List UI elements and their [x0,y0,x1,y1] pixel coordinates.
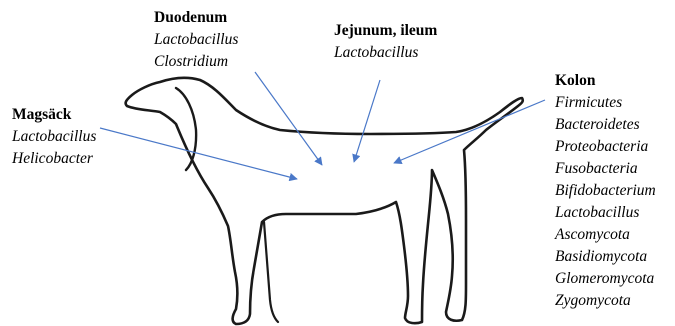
arrow-duodenum [255,72,322,165]
taxon-item: Ascomycota [555,224,656,246]
taxon-item: Glomeromycota [555,268,656,290]
taxon-item: Bacteroidetes [555,114,656,136]
region-heading-jejunum: Jejunum, ileum [334,20,437,42]
arrow-jejunum [354,80,380,162]
taxon-item: Firmicutes [555,92,656,114]
taxon-item: Lactobacillus [334,42,437,64]
dog-outline [126,78,523,324]
label-duodenum: Duodenum Lactobacillus Clostridium [154,7,238,73]
dog-leg-line [264,222,278,322]
taxon-item: Proteobacteria [555,136,656,158]
taxon-item: Lactobacillus [555,202,656,224]
taxon-item: Clostridium [154,51,238,73]
region-heading-magsack: Magsäck [12,104,96,126]
label-kolon: Kolon Firmicutes Bacteroidetes Proteobac… [555,70,656,312]
arrow-kolon [394,100,545,163]
taxon-item: Lactobacillus [154,29,238,51]
label-jejunum-ileum: Jejunum, ileum Lactobacillus [334,20,437,64]
region-heading-kolon: Kolon [555,70,656,92]
taxon-item: Zygomycota [555,290,656,312]
region-heading-duodenum: Duodenum [154,7,238,29]
taxon-item: Bifidobacterium [555,180,656,202]
label-magsack: Magsäck Lactobacillus Helicobacter [12,104,96,170]
taxon-item: Lactobacillus [12,126,96,148]
taxon-item: Fusobacteria [555,158,656,180]
taxon-item: Helicobacter [12,148,96,170]
taxon-item: Basidiomycota [555,246,656,268]
